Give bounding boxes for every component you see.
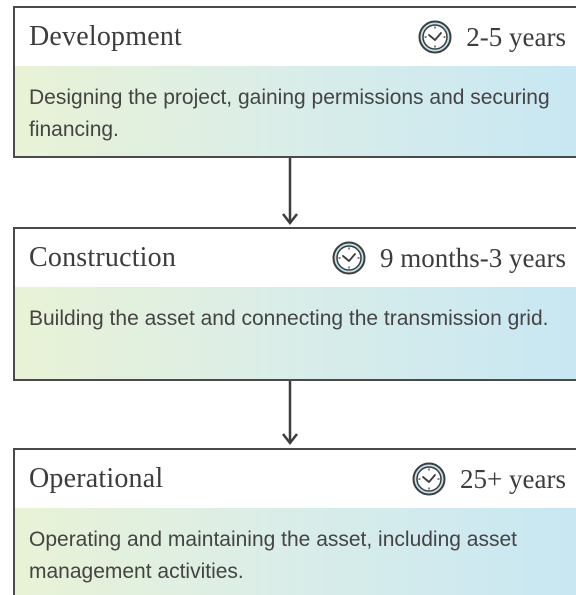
- stage-title: Development: [29, 21, 183, 52]
- stage-header: Development 2-5 years: [15, 6, 576, 66]
- stage-header: Operational 25+ years: [15, 448, 576, 508]
- duration-text: 9 months-3 years: [380, 242, 566, 273]
- stage-description: Operating and maintaining the asset, inc…: [15, 508, 576, 595]
- stage-description: Building the asset and connecting the tr…: [15, 287, 576, 381]
- clock-icon: [412, 462, 446, 496]
- stage-construction: Construction 9 months-3 years Building t…: [13, 227, 576, 381]
- stage-duration: 25+ years: [412, 462, 566, 496]
- stage-operational: Operational 25+ years Operating and main…: [13, 448, 576, 595]
- stage-duration: 2-5 years: [418, 20, 566, 54]
- clock-icon: [418, 20, 452, 54]
- stage-title: Construction: [29, 242, 177, 273]
- stage-description: Designing the project, gaining permissio…: [15, 66, 576, 158]
- stage-development: Development 2-5 years Designing the proj…: [13, 6, 576, 158]
- clock-icon: [332, 241, 366, 275]
- stage-duration: 9 months-3 years: [332, 241, 566, 275]
- arrow-down-icon: [282, 158, 298, 226]
- stage-header: Construction 9 months-3 years: [15, 227, 576, 287]
- duration-text: 25+ years: [460, 463, 566, 494]
- duration-text: 2-5 years: [466, 21, 566, 52]
- stage-title: Operational: [29, 463, 164, 494]
- arrow-down-icon: [282, 381, 298, 446]
